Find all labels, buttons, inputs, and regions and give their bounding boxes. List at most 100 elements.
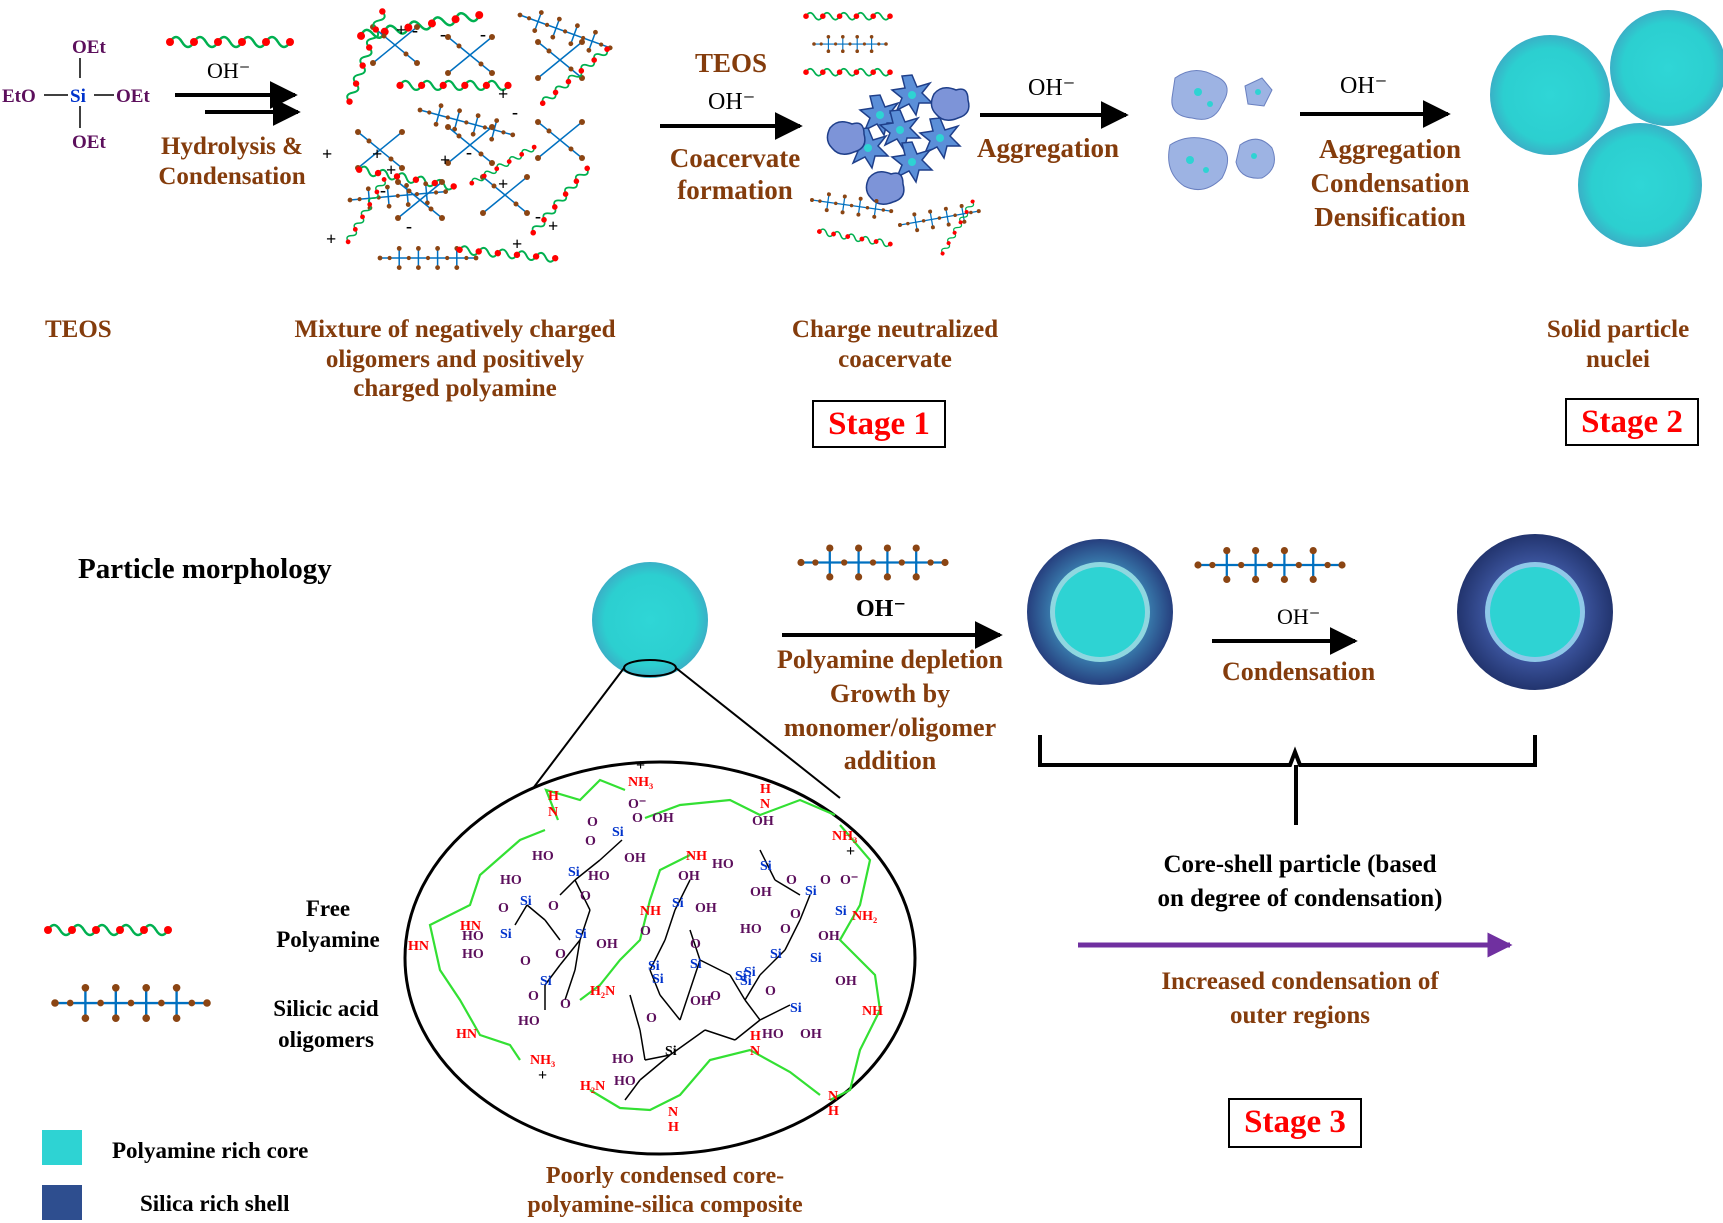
zoom-chemistry-labels: H N NH₃ HN HN HN NH₃ H N NH NH H₂N NH₃ N… [408, 757, 883, 1135]
si-label: Si [810, 951, 822, 966]
silicic-oligomer-icon [796, 543, 950, 582]
charge-sign: + [326, 229, 336, 249]
oxygen-label: HO [612, 1052, 634, 1067]
si-label: Si [805, 884, 817, 899]
oxygen-label: O [548, 899, 559, 914]
brace [1038, 735, 1537, 767]
charge-sign: - [380, 180, 386, 200]
amine-label: N [760, 797, 770, 812]
oxygen-label: HO [762, 1027, 784, 1042]
legend-core-swatch [42, 1130, 82, 1165]
charge-sign: + [372, 144, 382, 164]
amine-label: NH₃ [628, 775, 653, 790]
teos-eto-left: EtO [2, 86, 36, 107]
amine-label: NH [686, 849, 707, 864]
teos-si: Si [70, 86, 86, 107]
legend-polyamine-icon [42, 923, 174, 937]
si-label: Si [770, 947, 782, 962]
increase-caption: Increased condensation of outer regions [1161, 968, 1439, 1029]
amine-label: NH₃ [530, 1053, 555, 1068]
oxygen-label: O [528, 989, 539, 1004]
oxygen-label: O [710, 989, 721, 1004]
charge-sign: + [538, 1067, 547, 1084]
charge-sign: - [480, 24, 486, 44]
oxygen-label: HO [462, 929, 484, 944]
aggregation-label: Aggregation [977, 133, 1119, 163]
legend-silicic-acid: Silicic acid oligomers [273, 996, 379, 1053]
charge-sign: - [466, 142, 472, 162]
amine-label: H₂N [590, 984, 615, 999]
densification-oh: OH⁻ [1340, 73, 1388, 99]
oxygen-label: HO [614, 1074, 636, 1089]
legend-free-polyamine: Free Polyamine [276, 896, 380, 953]
coacervate-reagent: TEOS [695, 48, 768, 78]
oxygen-label: OH [695, 901, 717, 916]
amine-label: HN [408, 939, 429, 954]
zoom-silica-bonds [514, 839, 811, 1101]
solid-nuclei [1490, 10, 1723, 247]
oxygen-label: OH [690, 994, 712, 1009]
oxygen-label: O [520, 954, 531, 969]
si-label: Si [568, 865, 580, 880]
teos-molecule: OEt EtO Si OEt OEt [2, 37, 150, 153]
si-label: Si [735, 969, 747, 984]
densification-label: Aggregation Condensation Densification [1310, 134, 1470, 232]
si-label: Si [575, 927, 587, 942]
coreshell-caption: Core-shell particle (based on degree of … [1157, 851, 1443, 912]
charge-sign: - [512, 102, 518, 122]
amine-label: HN [460, 919, 481, 934]
si-label: Si [665, 1044, 677, 1059]
condensation-oh: OH⁻ [1277, 604, 1321, 629]
amine-label: H [750, 1029, 761, 1044]
charge-sign: + [498, 174, 508, 194]
amine-label: HN [456, 1027, 477, 1042]
si-label: Si [740, 974, 752, 989]
oxygen-label: HO [462, 947, 484, 962]
oxygen-label: HO [740, 922, 762, 937]
oxygen-label: HO [588, 869, 610, 884]
oxygen-label: OH [800, 1027, 822, 1042]
si-label: Si [760, 859, 772, 874]
si-label: Si [612, 825, 624, 840]
charge-sign: + [396, 20, 406, 40]
si-label: Si [835, 904, 847, 919]
oxygen-label: O [765, 984, 776, 999]
amine-label: N [548, 805, 558, 820]
charge-sign: - [406, 216, 412, 236]
charge-sign: - [412, 20, 418, 40]
oxygen-label: HO [500, 873, 522, 888]
oxygen-label: O [585, 834, 596, 849]
amine-label: N [750, 1044, 760, 1059]
charge-sign: + [548, 216, 558, 236]
particle-morphology-heading: Particle morphology [78, 553, 332, 585]
amine-label: N [828, 1089, 838, 1104]
oxygen-label: OH [750, 885, 772, 900]
oxygen-label: OH [678, 869, 700, 884]
oxygen-label: OH [818, 929, 840, 944]
charge-sign: + [386, 160, 396, 180]
oxygen-label: HO [532, 849, 554, 864]
aggregate-particles [1168, 70, 1275, 191]
condensation-label: Condensation [1222, 657, 1376, 686]
zoom-ellipse [403, 760, 917, 1156]
amine-label: H [828, 1104, 839, 1119]
oxygen-label: OH [624, 851, 646, 866]
charge-sign: + [440, 150, 450, 170]
amine-label: NH₂ [852, 909, 877, 924]
charge-sign: + [498, 84, 508, 104]
oxygen-label: O [780, 922, 791, 937]
oxygen-label: O⁻ [628, 797, 646, 812]
amine-label: NH [640, 904, 661, 919]
core-particle-small [592, 562, 708, 678]
oxygen-label: O [820, 873, 831, 888]
amine-label: NH [862, 1004, 883, 1019]
amine-label: H₂N [580, 1079, 605, 1094]
zoom-polyamine-chains [428, 778, 882, 1112]
teos-oet-right: OEt [116, 86, 150, 107]
amine-label: N [668, 1105, 678, 1120]
charge-sign: - [440, 24, 446, 44]
oxygen-label: O [690, 937, 701, 952]
si-label: Si [690, 957, 702, 972]
si-label: Si [672, 896, 684, 911]
